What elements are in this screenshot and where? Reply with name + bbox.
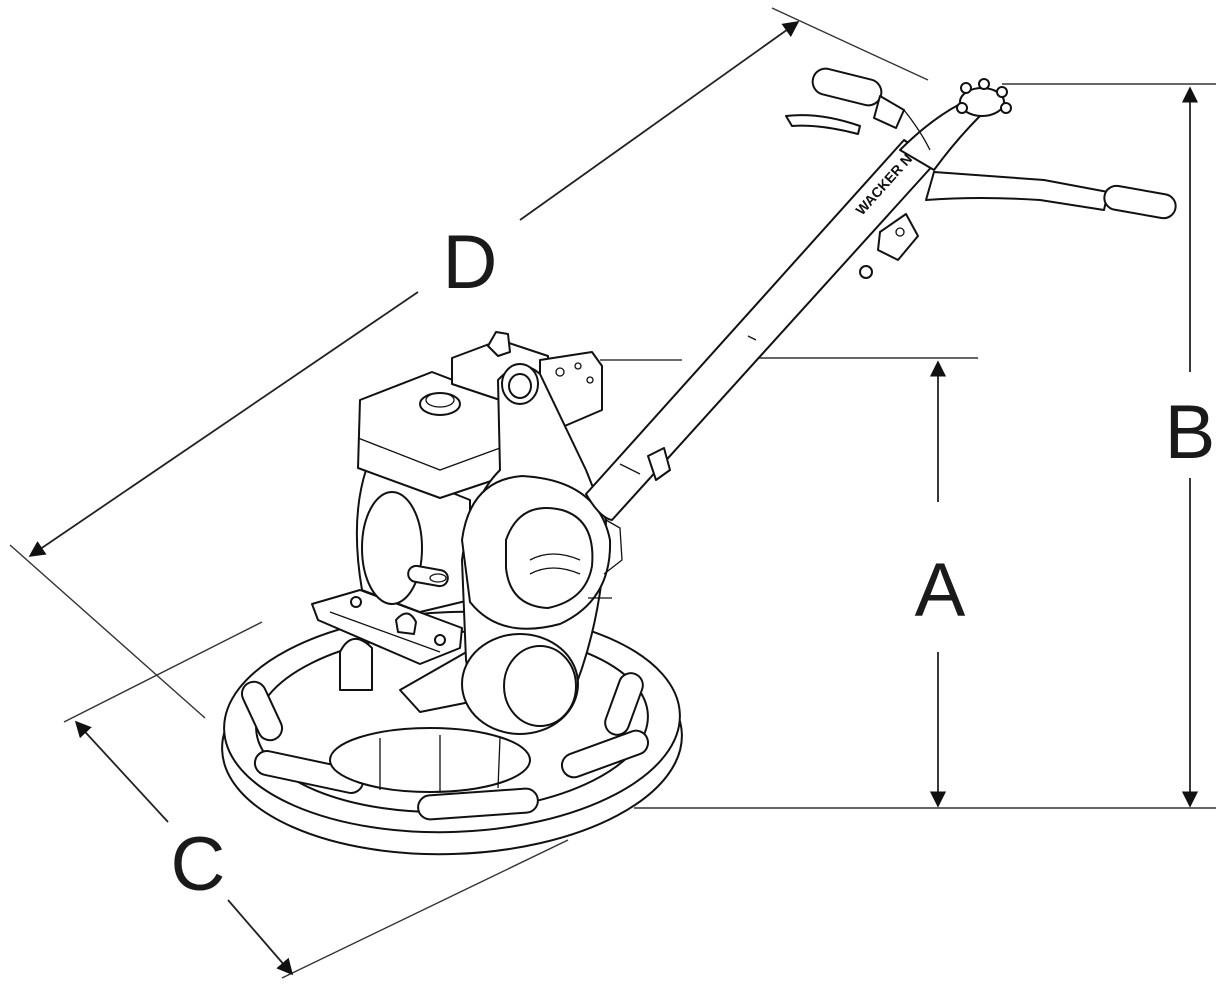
dimension-a-label: A — [915, 548, 966, 633]
dimension-c-label: C — [171, 822, 226, 907]
dimension-c-arrow-upper — [74, 720, 169, 823]
dimension-c: C — [63, 621, 569, 979]
dimension-d-extension-right — [771, 7, 929, 81]
pitch-control-wheel — [956, 78, 1012, 117]
dimension-d-label: D — [443, 220, 498, 305]
dimension-d-arrow-lower — [28, 291, 419, 557]
handle: WACKER NEUSON — [585, 67, 1177, 521]
dimension-c-arrow-lower — [227, 899, 294, 976]
bracket-plate — [311, 589, 481, 713]
dimension-a: A — [745, 357, 978, 808]
dimension-c-extension-lower — [281, 839, 569, 979]
dimension-d: D — [9, 7, 929, 719]
dimension-c-extension-upper — [63, 621, 263, 723]
power-trowel: WACKER NEUSON — [221, 67, 1177, 856]
dimension-b: B — [634, 83, 1216, 809]
belt-guard — [461, 363, 623, 735]
dimension-d-arrow-upper — [519, 21, 800, 221]
dimension-b-label: B — [1165, 390, 1216, 475]
dimension-d-extension-left — [9, 544, 206, 719]
